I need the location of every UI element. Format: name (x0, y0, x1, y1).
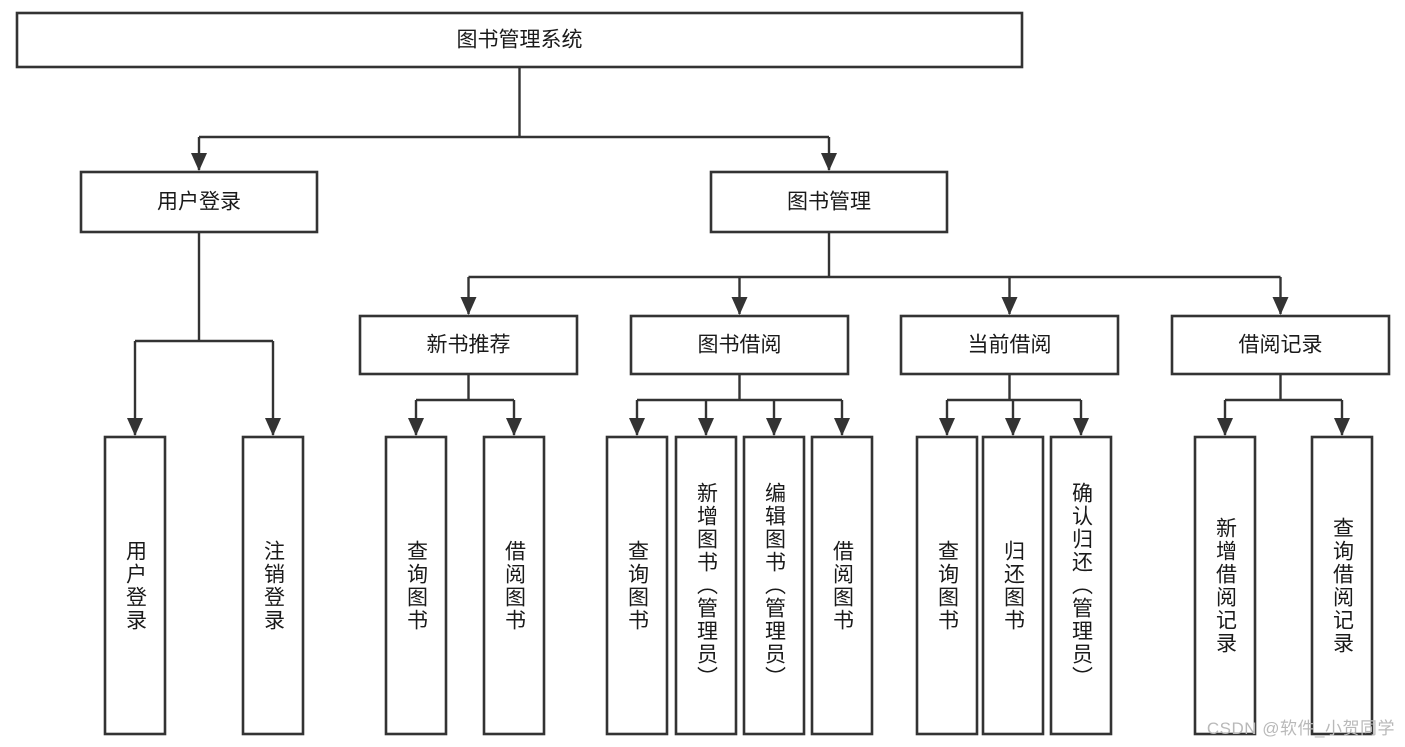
node-box-leaf-rec-borrow[interactable] (482, 435, 546, 736)
node-label-leaf-borrow-edit-wrap: 编辑图书（管理员） (744, 437, 804, 734)
node-label-user-login: 用户登录 (157, 191, 241, 214)
node-label-leaf-borrow-lend: 借阅图书 (830, 539, 854, 632)
arrow-icon-leaf (127, 418, 143, 436)
arrow-icon-leaf (834, 418, 850, 436)
node-label-leaf-rec-borrow-wrap: 借阅图书 (484, 437, 544, 734)
node-box-book-borrow[interactable] (629, 314, 850, 376)
arrow-icon-leaf (265, 418, 281, 436)
boxes-layer (15, 11, 1391, 736)
node-box-title[interactable] (15, 11, 1024, 69)
node-box-leaf-borrow-add[interactable] (674, 435, 738, 736)
node-box-leaf-rec-query2[interactable] (1310, 435, 1374, 736)
node-label-leaf-cur-query-wrap: 查询图书 (917, 437, 977, 734)
node-label-leaf-borrow-lend-wrap: 借阅图书 (812, 437, 872, 734)
node-box-leaf-rec-add[interactable] (1193, 435, 1257, 736)
node-box-new-book-rec[interactable] (358, 314, 579, 376)
node-label-leaf-rec-query: 查询图书 (404, 539, 428, 632)
node-box-leaf-cur-return[interactable] (981, 435, 1045, 736)
arrow-icon-leaf (766, 418, 782, 436)
node-box-leaf-cur-confirm[interactable] (1049, 435, 1113, 736)
node-box-leaf-rec-query[interactable] (384, 435, 448, 736)
node-label-leaf-cur-return: 归还图书 (1001, 539, 1025, 632)
arrow-icon-leaf (939, 418, 955, 436)
arrow-icon-level2 (821, 153, 837, 171)
node-label-leaf-borrow-query: 查询图书 (625, 539, 649, 632)
arrow-icon-level3 (731, 297, 748, 315)
node-box-leaf-user-login[interactable] (103, 435, 167, 736)
node-label-book-borrow: 图书借阅 (698, 334, 782, 357)
arrow-icon-level2 (191, 153, 207, 171)
node-label-leaf-borrow-add: 新增图书（管理员） (694, 482, 718, 689)
node-label-leaf-cur-confirm-wrap: 确认归还（管理员） (1051, 437, 1111, 734)
node-box-leaf-borrow-query[interactable] (605, 435, 669, 736)
node-label-borrow-record: 借阅记录 (1239, 334, 1323, 357)
node-label-leaf-rec-query2: 查询借阅记录 (1330, 516, 1354, 655)
node-box-leaf-borrow-lend[interactable] (810, 435, 874, 736)
node-label-leaf-borrow-edit: 编辑图书（管理员） (762, 482, 786, 689)
csdn-watermark: CSDN @软件_小贺同学 (1206, 719, 1395, 738)
connectors-layer (127, 67, 1350, 436)
node-label-leaf-rec-borrow: 借阅图书 (502, 539, 526, 632)
arrow-icon-level3 (460, 297, 477, 315)
arrow-icon-level3 (1272, 297, 1289, 315)
node-label-leaf-rec-query2-wrap: 查询借阅记录 (1312, 437, 1372, 734)
node-label-current-borrow: 当前借阅 (968, 334, 1052, 357)
arrow-icon-leaf (1334, 418, 1350, 436)
arrow-icon-leaf (698, 418, 714, 436)
node-label-leaf-cur-query: 查询图书 (935, 539, 959, 632)
node-label-leaf-cur-confirm: 确认归还（管理员） (1069, 482, 1093, 689)
node-label-title: 图书管理系统 (457, 29, 583, 52)
arrow-icon-leaf (1005, 418, 1021, 436)
arrow-icon-level3 (1001, 297, 1018, 315)
node-box-current-borrow[interactable] (899, 314, 1120, 376)
node-label-leaf-rec-add: 新增借阅记录 (1213, 516, 1237, 655)
node-box-borrow-record[interactable] (1170, 314, 1391, 376)
node-label-book-manage: 图书管理 (787, 191, 871, 214)
arrow-icon-leaf (506, 418, 522, 436)
arrow-icon-leaf (1217, 418, 1233, 436)
node-box-leaf-borrow-edit[interactable] (742, 435, 806, 736)
node-label-leaf-user-logout: 注销登录 (261, 539, 285, 632)
node-label-leaf-cur-return-wrap: 归还图书 (983, 437, 1043, 734)
arrow-icon-leaf (408, 418, 424, 436)
node-label-leaf-user-login: 用户登录 (123, 539, 147, 632)
node-label-new-book-rec: 新书推荐 (427, 334, 511, 357)
node-label-leaf-user-logout-wrap: 注销登录 (243, 437, 303, 734)
node-label-leaf-borrow-query-wrap: 查询图书 (607, 437, 667, 734)
node-label-leaf-borrow-add-wrap: 新增图书（管理员） (676, 437, 736, 734)
node-box-user-login[interactable] (79, 170, 319, 234)
node-box-leaf-user-logout[interactable] (241, 435, 305, 736)
arrow-icon-leaf (1073, 418, 1089, 436)
node-label-leaf-user-login-wrap: 用户登录 (105, 437, 165, 734)
arrow-icon-leaf (629, 418, 645, 436)
node-label-leaf-rec-query-wrap: 查询图书 (386, 437, 446, 734)
node-box-leaf-cur-query[interactable] (915, 435, 979, 736)
node-box-book-manage[interactable] (709, 170, 949, 234)
node-label-leaf-rec-add-wrap: 新增借阅记录 (1195, 437, 1255, 734)
